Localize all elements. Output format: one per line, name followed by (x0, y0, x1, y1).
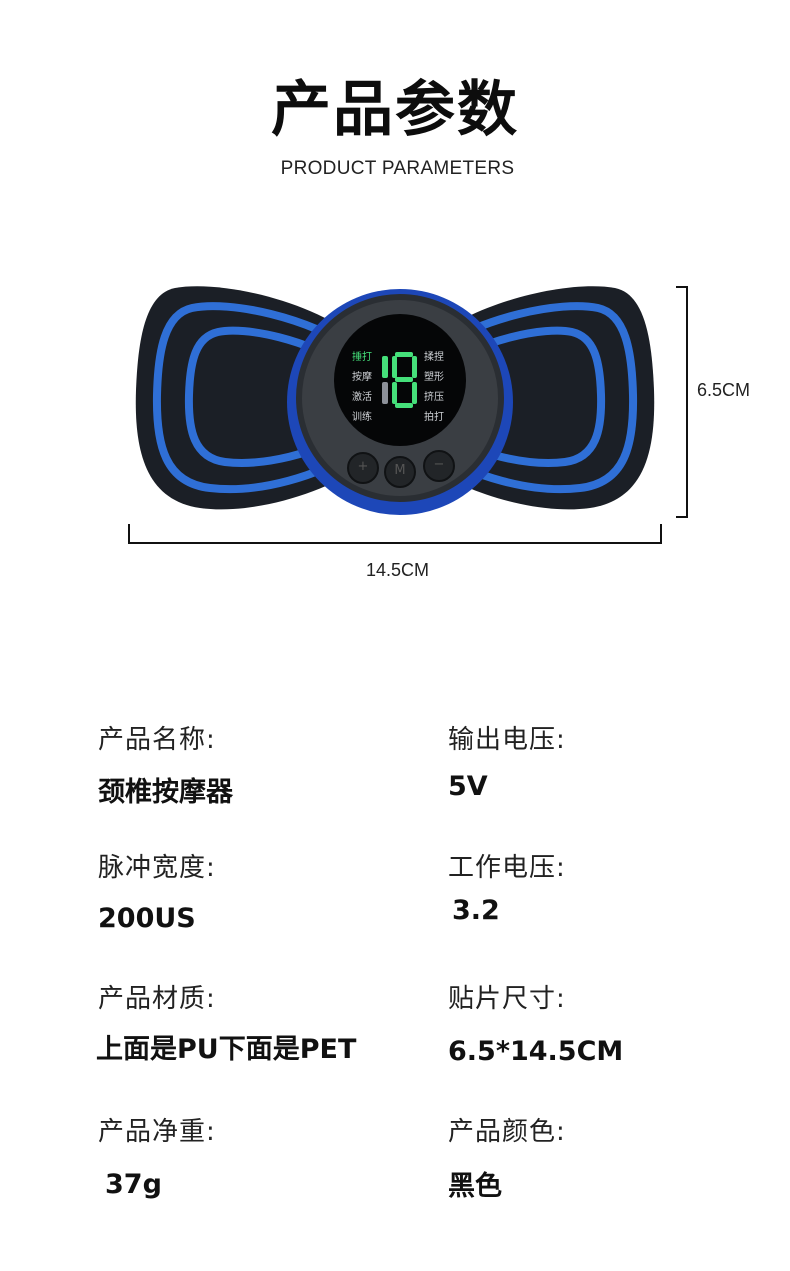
mode-active: 捶打 (352, 352, 372, 363)
plus-button-icon: + (357, 459, 369, 474)
spec-value-patch-size: 6.5*14.5CM (448, 1036, 624, 1067)
spec-label-working-voltage: 工作电压: (448, 853, 566, 883)
massager-illustration (135, 286, 655, 515)
mode-label: 揉捏 (424, 352, 444, 363)
spec-value-product-name: 颈椎按摩器 (98, 777, 233, 808)
spec-label-net-weight: 产品净重: (98, 1117, 216, 1147)
page-title: 产品参数 (271, 75, 519, 145)
spec-value-pulse-width: 200US (98, 903, 196, 934)
spec-value-output-voltage: 5V (448, 771, 488, 802)
spec-label-color: 产品颜色: (448, 1117, 566, 1147)
product-image: 捶打 按摩 激活 训练 揉捏 塑形 挤压 拍打 + M − (130, 280, 660, 520)
width-dimension-label: 14.5CM (365, 560, 430, 580)
spec-value-working-voltage: 3.2 (452, 895, 500, 926)
mode-label: 激活 (352, 392, 372, 403)
mode-label: 拍打 (424, 412, 444, 423)
spec-label-pulse-width: 脉冲宽度: (98, 853, 216, 883)
height-dimension-bracket (676, 286, 688, 518)
spec-label-product-name: 产品名称: (98, 725, 216, 755)
mode-label: 按摩 (352, 372, 372, 383)
mode-button-icon: M (394, 463, 406, 478)
spec-value-material: 上面是PU下面是PET (96, 1034, 357, 1065)
width-dimension-bracket (128, 524, 662, 544)
spec-label-output-voltage: 输出电压: (448, 725, 566, 755)
spec-label-material: 产品材质: (98, 984, 216, 1014)
mode-label: 塑形 (424, 372, 444, 383)
spec-value-color: 黑色 (448, 1171, 502, 1202)
mode-label: 训练 (352, 412, 372, 423)
page-subtitle: PRODUCT PARAMETERS (280, 158, 515, 179)
mode-label: 挤压 (424, 392, 444, 403)
spec-value-net-weight: 37g (105, 1169, 162, 1200)
minus-button-icon: − (433, 457, 445, 472)
spec-label-patch-size: 贴片尺寸: (448, 984, 566, 1014)
height-dimension-label: 6.5CM (697, 380, 751, 400)
